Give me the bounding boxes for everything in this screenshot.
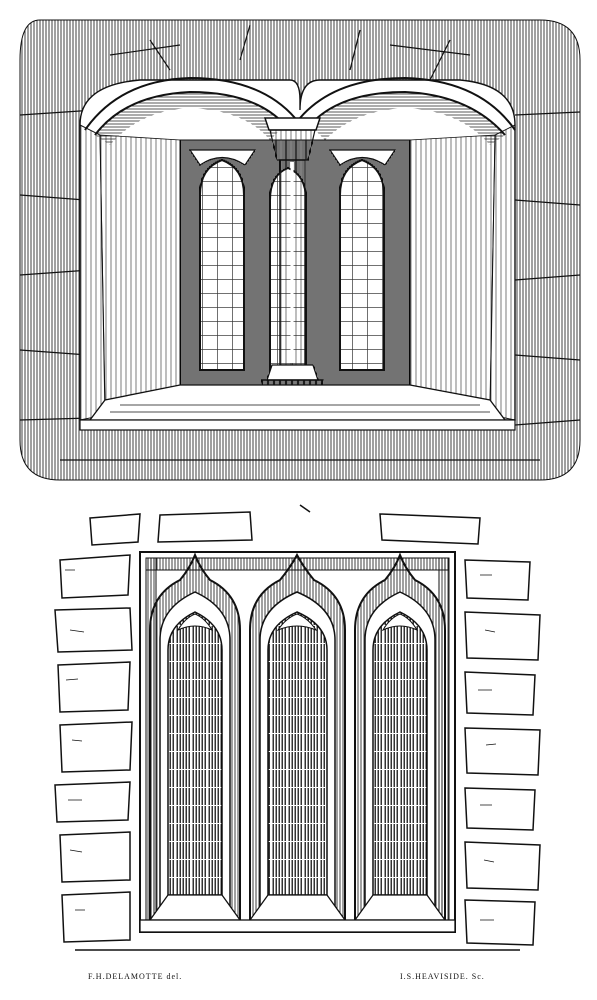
ogee-lights [149, 552, 446, 921]
rubble-stonework [54, 504, 541, 951]
upper-window-illustration [19, 19, 581, 481]
sills [139, 894, 456, 933]
tracery [188, 149, 397, 166]
lower-window-engraving: F.H.DELAMOTTE del. I.S.HEAVISIDE. Sc. [0, 500, 597, 1000]
signature-left: F.H.DELAMOTTE del. [88, 972, 183, 981]
lower-window-illustration [54, 504, 541, 951]
upper-window-engraving [0, 0, 597, 490]
stone-texture [65, 569, 497, 921]
masonry-joints [19, 24, 581, 461]
signature-right: I.S.HEAVISIDE. Sc. [400, 972, 485, 981]
